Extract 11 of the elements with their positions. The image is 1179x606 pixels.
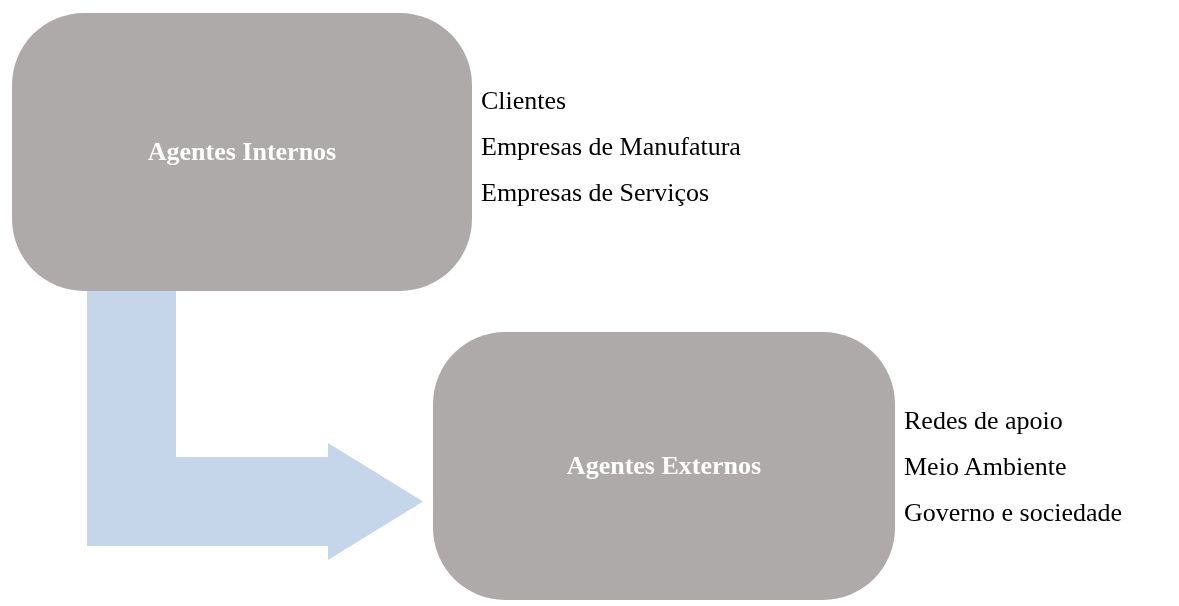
box-title: Agentes Internos	[147, 135, 337, 168]
rounded-box	[12, 13, 472, 291]
block-arrow	[87, 291, 423, 560]
list-item: Meio Ambiente	[904, 451, 1068, 483]
list-item: Empresas de Serviços	[481, 177, 711, 209]
list-item: Empresas de Manufatura	[481, 131, 741, 163]
list-item: Redes de apoio	[904, 405, 1064, 437]
list-item: Governo e sociedade	[904, 497, 1123, 529]
list-item: Clientes	[481, 85, 568, 117]
rounded-box	[433, 332, 895, 600]
box-title: Agentes Externos	[566, 449, 762, 482]
